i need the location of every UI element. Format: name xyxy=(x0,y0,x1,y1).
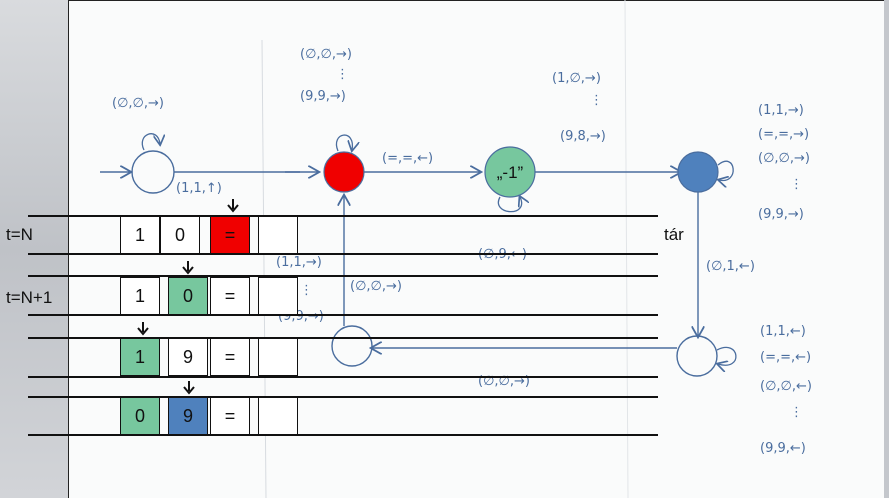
tape-cell: 9 xyxy=(168,338,208,376)
tape-cell xyxy=(258,397,298,435)
red-to-green-label: (=,=,←) xyxy=(382,151,433,166)
blue-loop xyxy=(718,160,734,180)
tape-cell: 1 xyxy=(120,216,160,254)
bottom-loop-label-3: (∅,∅,←) xyxy=(760,379,812,394)
blue-loop-label-3: (∅,∅,→) xyxy=(758,151,810,166)
bottom-right-loop xyxy=(717,346,737,365)
green-to-blue-top-label: (1,∅,→) xyxy=(552,71,601,86)
tape-cell: 1 xyxy=(120,277,160,315)
tape-bottom-line xyxy=(28,376,658,378)
tape-bottom-line xyxy=(28,314,658,316)
tape-cell xyxy=(258,216,298,254)
tape-cell: 0 xyxy=(160,216,200,254)
blue-loop-dots: ⋮ xyxy=(790,177,803,192)
left-up-label: (∅,∅,→) xyxy=(350,279,402,294)
tape-cell-head: 0 xyxy=(168,277,208,315)
tar-label: tár xyxy=(664,225,684,244)
tape-cell-head: 1 xyxy=(120,338,160,376)
bottom-loop-dots: ⋮ xyxy=(790,405,803,420)
tape-cell: = xyxy=(210,277,250,315)
tape-time-label: t=N xyxy=(6,225,33,244)
bottom-right-state xyxy=(676,335,718,377)
red-loop xyxy=(335,134,352,151)
blue-loop-label-4: (9,9,→) xyxy=(758,207,804,222)
blue-state xyxy=(677,151,719,193)
bottom-loop-label-4: (9,9,←) xyxy=(760,441,806,456)
blue-loop-label-1: (1,1,→) xyxy=(758,103,804,118)
tape-time-label: t=N+1 xyxy=(6,288,53,307)
left-return-dots: ⋮ xyxy=(300,283,313,298)
start-edge-label: (1,1,↑) xyxy=(176,181,222,196)
green-to-blue-dots: ⋮ xyxy=(590,93,603,108)
red-state xyxy=(323,151,365,193)
tape-cell: 0 xyxy=(120,397,160,435)
tape-bottom-line xyxy=(28,253,658,255)
blue-to-bottom-label: (∅,1,←) xyxy=(706,259,755,274)
tape-top-line xyxy=(28,337,658,339)
tape-cell: = xyxy=(210,338,250,376)
tape-top-line xyxy=(28,275,658,277)
head-arrow-icon xyxy=(183,381,195,395)
red-loop-dots: ⋮ xyxy=(336,67,349,82)
left-bottom-state xyxy=(331,325,373,367)
bottom-loop-label-1: (1,1,←) xyxy=(760,324,806,339)
tape-cell: = xyxy=(210,397,250,435)
red-loop-top-label: (∅,∅,→) xyxy=(300,47,352,62)
start-state xyxy=(131,150,175,194)
head-arrow-icon xyxy=(137,322,149,336)
tape-cell-head: = xyxy=(210,216,250,254)
green-loop xyxy=(497,197,521,213)
left-return-label-1: (1,1,→) xyxy=(276,255,322,270)
tape-top-line xyxy=(28,215,658,217)
red-loop-bottom-label: (9,9,→) xyxy=(300,89,346,104)
slide-background-left xyxy=(0,0,68,498)
tape-cell-head: 9 xyxy=(168,397,208,435)
tape-cell xyxy=(258,277,298,315)
slide-background-right xyxy=(884,0,889,498)
start-loop xyxy=(141,133,160,151)
start-loop-label: (∅,∅,→) xyxy=(112,96,164,111)
paper-fold-line xyxy=(624,0,629,498)
head-arrow-icon xyxy=(182,261,194,275)
tape-bottom-line xyxy=(28,434,658,436)
green-to-blue-bottom-label: (9,8,→) xyxy=(560,129,606,144)
tape-top-line xyxy=(28,396,658,398)
state-minus-one-label: „-1” xyxy=(497,163,524,182)
blue-loop-label-2: (=,=,→) xyxy=(758,127,809,142)
tape-cell xyxy=(258,338,298,376)
bottom-loop-label-2: (=,=,←) xyxy=(760,350,811,365)
head-arrow-icon xyxy=(227,199,239,213)
